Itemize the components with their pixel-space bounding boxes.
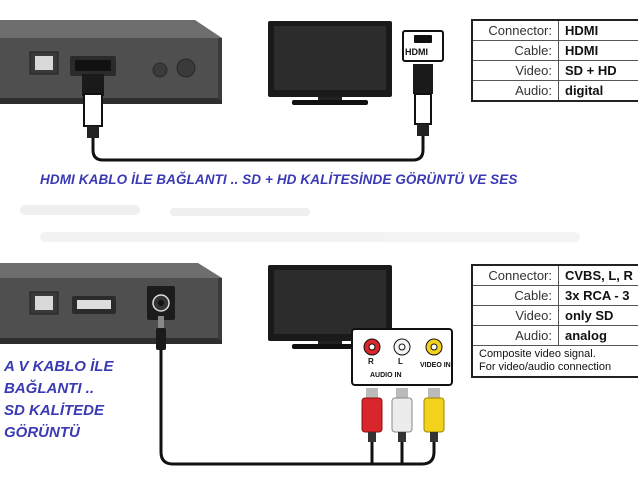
av-caption-line: SD KALİTEDE (4, 402, 105, 419)
av-cable (159, 350, 436, 466)
rca-jack-red (363, 338, 381, 356)
ethernet-port-2 (29, 291, 59, 315)
tv-hdmi-port-label: HDMI (405, 47, 428, 57)
spec-key: Connector: (473, 266, 559, 285)
spec-value: CVBS, L, R (565, 268, 633, 283)
spec-key: Cable: (473, 286, 559, 305)
hdmi-cable (91, 136, 425, 162)
hdmi-plug-tv (413, 64, 433, 136)
spec-value: 3x RCA - 3 (565, 288, 630, 303)
spec-key: Connector: (473, 21, 559, 40)
av-input-panel (351, 328, 453, 386)
hdmi-caption: HDMI KABLO İLE BAĞLANTI .. SD + HD KALİT… (40, 172, 518, 187)
spec-row: Connector: CVBS, L, R (473, 266, 638, 286)
spec-value: analog (565, 328, 607, 343)
spec-note-line: For video/audio connection (479, 361, 612, 373)
audio-in-label: AUDIO IN (370, 372, 402, 379)
spec-key: Cable: (473, 41, 559, 60)
spec-row: Cable: HDMI (473, 41, 638, 61)
av-caption: A V KABLO İLE BAĞLANTI .. SD KALİTEDE GÖ… (4, 356, 113, 444)
rca-plug-white (391, 388, 413, 442)
rca-jack-yellow (425, 338, 443, 356)
rca-plug-red (361, 388, 383, 442)
av-jack-plug (156, 316, 166, 350)
spec-row: Connector: HDMI (473, 21, 638, 41)
tv-hdmi-port-icon (402, 30, 444, 62)
av-caption-line: BAĞLANTI .. (4, 380, 94, 397)
tv-bottom (268, 265, 392, 349)
spec-key: Video: (473, 61, 559, 80)
hdmi-port-box-2 (72, 296, 116, 314)
spec-value: HDMI (565, 43, 599, 58)
av-caption-line: A V KABLO İLE (4, 358, 114, 375)
spec-row: Cable: 3x RCA - 3 (473, 286, 638, 306)
tv-top (268, 21, 392, 105)
spec-row: Audio: digital (473, 81, 638, 100)
spec-value: SD + HD (565, 63, 617, 78)
set-top-box-bottom (0, 263, 222, 344)
jack-label-l: L (398, 357, 403, 366)
spec-value: digital (565, 83, 604, 98)
av-jack-port (147, 286, 175, 320)
hdmi-port-box (70, 56, 116, 76)
spec-value: only SD (565, 308, 614, 323)
spec-value: HDMI (565, 23, 599, 38)
spec-key: Audio: (473, 326, 559, 345)
av-spec-table: Connector: CVBS, L, R Cable: 3x RCA - 3 Vi… (471, 264, 638, 378)
rca-jack-white (393, 338, 411, 356)
spec-row: Video: SD + HD (473, 61, 638, 81)
hdmi-spec-table: Connector:HDMI Cable:HDMI Video:SD + HD … (471, 19, 638, 102)
spec-key: Audio: (473, 81, 559, 100)
spec-key: Video: (473, 306, 559, 325)
spec-note: Composite video signal. For video/audio … (473, 346, 638, 376)
jack-label-r: R (368, 357, 374, 366)
spec-note-line: Composite video signal. (479, 348, 596, 360)
ethernet-port (29, 51, 59, 75)
video-in-label: VIDEO IN (420, 362, 451, 369)
av-caption-line: GÖRÜNTÜ (4, 424, 80, 441)
set-top-box-top (0, 20, 222, 104)
faded-text-band (20, 205, 580, 242)
spec-row: Video: only SD (473, 306, 638, 326)
spec-row: Audio: analog (473, 326, 638, 346)
rca-plug-yellow (423, 388, 445, 442)
hdmi-plug-box (82, 74, 104, 138)
